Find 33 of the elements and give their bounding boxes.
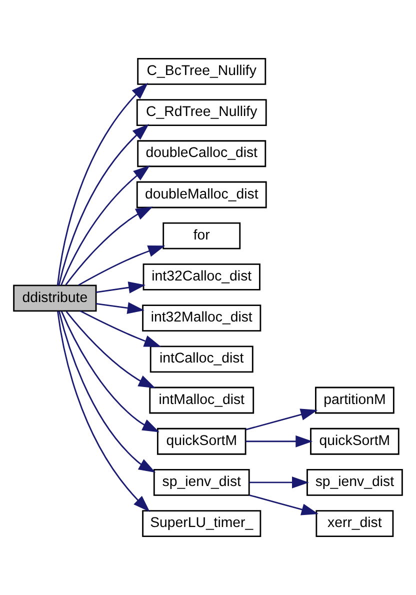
node-box: for	[162, 222, 241, 250]
node-box: quickSortM	[156, 428, 246, 455]
arrow	[246, 408, 318, 430]
arrow	[96, 302, 144, 314]
node-box: sp_ienv_dist	[306, 469, 403, 496]
arrow	[56, 82, 148, 286]
arrow	[60, 165, 150, 286]
arrow	[66, 311, 156, 388]
node-box: int32Malloc_dist	[142, 304, 262, 332]
node-box: quickSortM	[310, 428, 400, 455]
arrow	[58, 311, 156, 473]
node-box: ddistribute	[13, 284, 97, 312]
node-box: sp_ienv_dist	[153, 469, 250, 496]
arrow	[96, 282, 146, 294]
node-box: xerr_dist	[316, 510, 394, 538]
arrow	[65, 206, 153, 286]
node-box: doubleMalloc_dist	[136, 181, 267, 208]
arrow	[78, 245, 166, 286]
node-box: C_BcTree_Nullify	[137, 58, 266, 85]
arrow	[57, 311, 150, 512]
node-box: C_RdTree_Nullify	[136, 99, 267, 126]
arrow	[58, 124, 150, 286]
arrow	[249, 476, 310, 488]
node-box: partitionM	[315, 386, 394, 414]
node-box: int32Calloc_dist	[142, 263, 260, 290]
node-box: intCalloc_dist	[150, 346, 254, 373]
arrow	[60, 311, 160, 432]
node-box: SuperLU_timer_	[142, 510, 262, 538]
arrow	[246, 435, 313, 448]
arrow	[80, 310, 162, 347]
node-box: intMalloc_dist	[149, 386, 254, 414]
node-box: doubleCalloc_dist	[137, 140, 266, 168]
arrow	[249, 494, 318, 516]
